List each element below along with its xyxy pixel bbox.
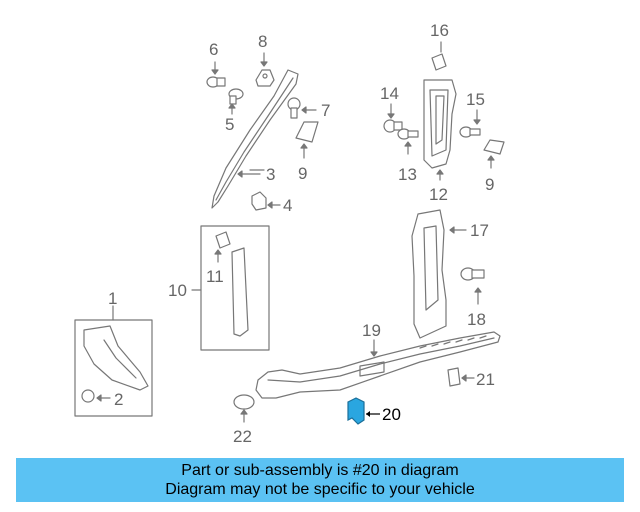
callout-19: 19: [362, 321, 381, 340]
sill-plate-part: [255, 331, 501, 399]
screw-18-part: [460, 267, 485, 305]
screw-5-part: [228, 88, 244, 115]
callout-6: 6: [209, 40, 218, 59]
callout-1: 1: [108, 289, 117, 308]
callout-9-left: 9: [298, 164, 307, 183]
callout-18: 18: [467, 310, 486, 329]
group-box-1: [74, 305, 153, 417]
b-pillar-lower-trim-part: [411, 209, 467, 339]
cap-9-right-part: [483, 139, 505, 169]
leader-3: [237, 170, 261, 178]
callout-22: 22: [233, 427, 252, 446]
screw-13-part: [397, 128, 419, 155]
info-banner: Part or sub-assembly is #20 in diagram D…: [16, 458, 624, 502]
callout-10: 10: [168, 281, 187, 300]
fastener-7-part: [287, 97, 317, 119]
banner-line-2: Diagram may not be specific to your vehi…: [165, 481, 475, 498]
screw-15-part: [459, 109, 481, 138]
clip-16-part: [431, 41, 447, 71]
callout-8: 8: [258, 32, 267, 51]
parts-diagram: 1 2 3 4 5 6 7 8 9 9 10 11 12 13 14 15 16…: [74, 21, 505, 446]
callout-3: 3: [266, 165, 275, 184]
callout-17: 17: [470, 221, 489, 240]
callout-15: 15: [466, 90, 485, 109]
fastener-14-part: [383, 103, 403, 133]
fastener-6-part: [206, 61, 226, 88]
callout-7: 7: [321, 101, 330, 120]
b-pillar-upper-trim-part: [423, 79, 457, 181]
callout-20: 20: [382, 405, 401, 424]
clip-4-part: [251, 191, 281, 211]
banner-line-1: Part or sub-assembly is #20 in diagram: [181, 462, 459, 479]
cap-22-part: [233, 394, 255, 423]
callout-21: 21: [476, 370, 495, 389]
clip-8-part: [255, 52, 275, 87]
callout-14: 14: [380, 84, 399, 103]
cap-9-left-part: [295, 121, 319, 159]
callout-12: 12: [429, 185, 448, 204]
callout-4: 4: [283, 196, 292, 215]
callout-5: 5: [225, 115, 234, 134]
highlighted-part-20: [347, 397, 380, 425]
callout-11: 11: [206, 267, 224, 286]
callout-13: 13: [398, 165, 417, 184]
group-box-10: [191, 225, 270, 351]
callout-9-right: 9: [485, 175, 494, 194]
clip-21-part: [447, 367, 475, 387]
callout-2: 2: [114, 390, 123, 409]
a-pillar-trim-part: [211, 69, 299, 209]
callout-16: 16: [430, 21, 449, 40]
